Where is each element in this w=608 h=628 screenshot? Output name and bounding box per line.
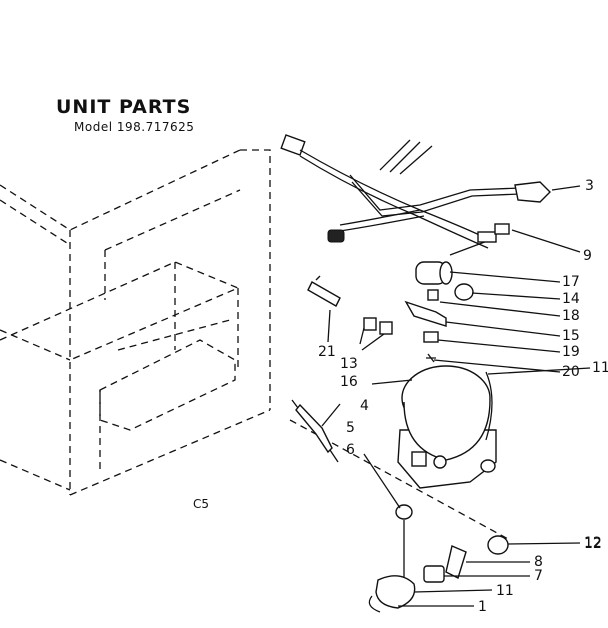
callout-14: 15 bbox=[562, 328, 580, 344]
diagram-title: UNIT PARTS bbox=[56, 96, 192, 118]
callout-5: 5 bbox=[346, 420, 355, 436]
section-code: C5 bbox=[193, 497, 210, 511]
callout-9: 9 bbox=[583, 248, 592, 264]
callout-8: 8 bbox=[534, 554, 543, 570]
callout-4: 4 bbox=[360, 398, 369, 414]
lower-parts bbox=[368, 535, 509, 613]
callout-1: 1 bbox=[478, 599, 487, 615]
callout-3: 3 bbox=[585, 178, 594, 194]
callout-10: 11 bbox=[496, 583, 514, 599]
cabinet-outline bbox=[0, 149, 271, 496]
mounting-clip bbox=[307, 275, 341, 307]
callout-15: 13 bbox=[340, 356, 358, 372]
callout-16: 16 bbox=[340, 374, 358, 390]
filter-drier bbox=[291, 399, 339, 463]
callout-12-tag: 12 bbox=[584, 535, 602, 551]
wiring-harness bbox=[280, 134, 551, 256]
compressor bbox=[397, 365, 497, 489]
callout-7: 7 bbox=[534, 568, 543, 584]
model-number: Model 198.717625 bbox=[74, 120, 195, 134]
callout-6: 6 bbox=[346, 442, 355, 458]
callout-20: 20 bbox=[562, 364, 580, 380]
callout-21: 21 bbox=[318, 344, 336, 360]
leader-lines bbox=[321, 185, 591, 607]
terminal-connectors bbox=[363, 317, 393, 335]
callout-labels: 3 9 17 14 18 15 19 20 11 21 13 16 4 5 6 … bbox=[318, 178, 608, 615]
callout-11: 11 bbox=[592, 360, 608, 376]
callout-18: 18 bbox=[562, 308, 580, 324]
relay-overload-group bbox=[404, 261, 474, 363]
grommet bbox=[395, 504, 413, 520]
callout-12-label: 12 bbox=[584, 536, 602, 552]
callout-19: 19 bbox=[562, 344, 580, 360]
callout-17: 17 bbox=[562, 274, 580, 290]
callout-13: 14 bbox=[562, 291, 580, 307]
